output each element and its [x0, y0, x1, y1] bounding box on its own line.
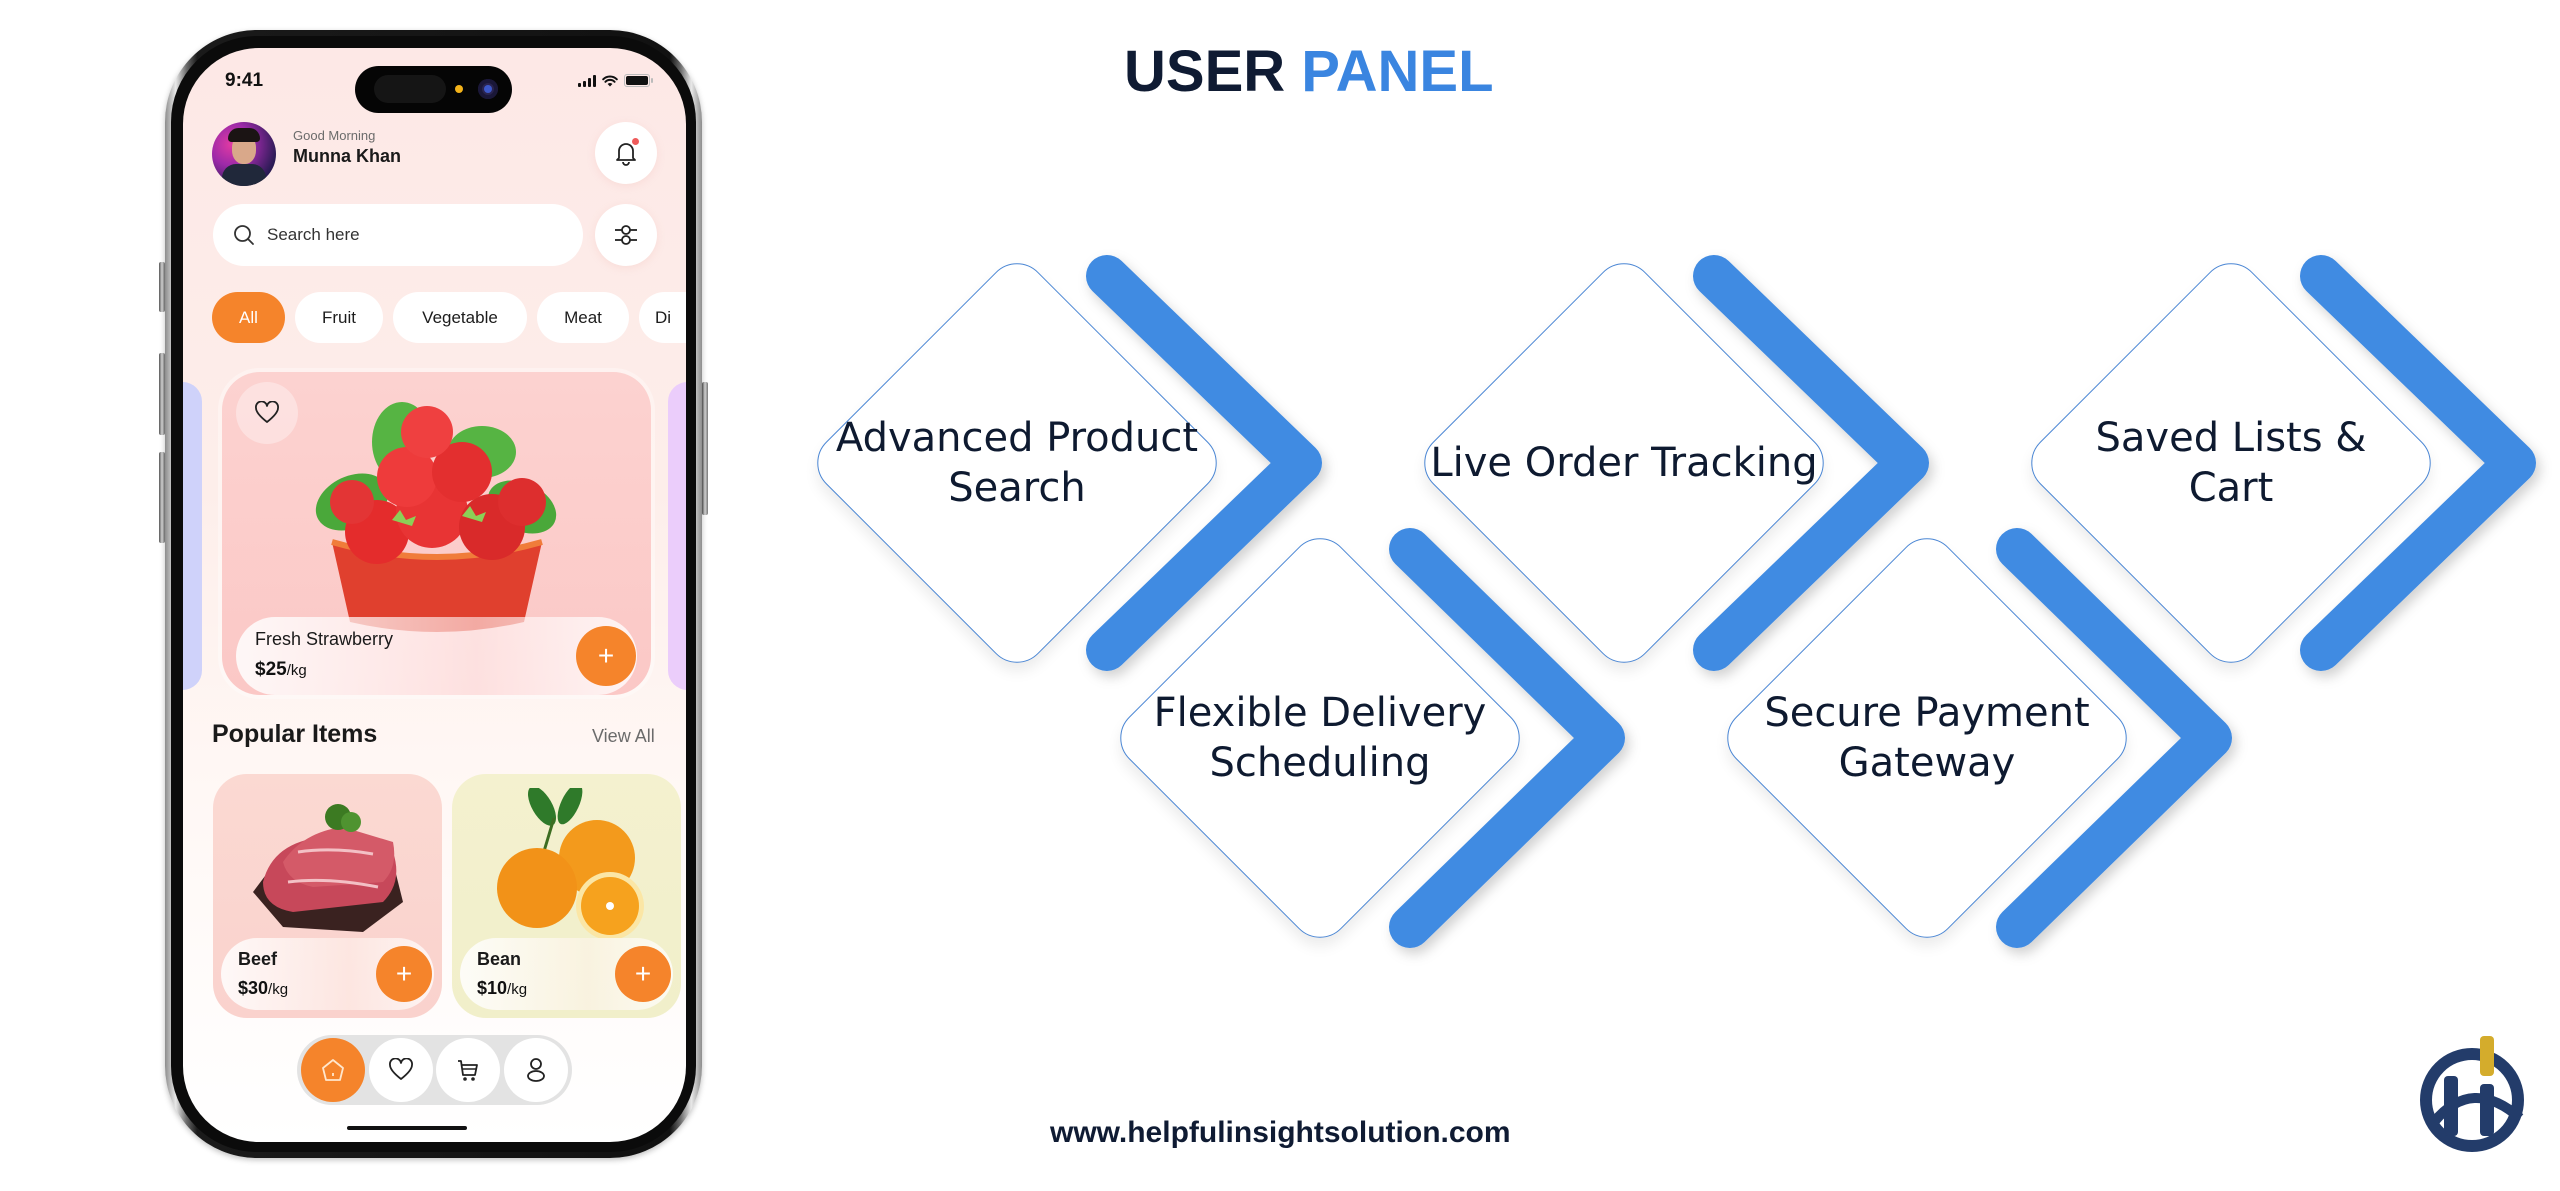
cart-icon: [458, 1060, 479, 1081]
feature-label: Live Order Tracking: [1430, 440, 1818, 486]
nav-cart[interactable]: [436, 1038, 501, 1102]
featured-product-info: Fresh Strawberry $25/kg +: [236, 617, 637, 695]
product-price-value: $25: [255, 659, 287, 680]
bottom-navigation: [297, 1035, 572, 1105]
category-chip-vegetable[interactable]: Vegetable: [393, 292, 527, 343]
island-sensor: [374, 75, 446, 103]
profile-icon: [527, 1058, 545, 1082]
product-name: Beef: [238, 949, 278, 969]
view-all-link[interactable]: View All: [592, 726, 655, 746]
product-price-value: $10: [477, 978, 508, 998]
heart-icon: [388, 1058, 413, 1080]
search-icon: [234, 225, 254, 245]
nav-profile[interactable]: [503, 1038, 568, 1102]
feature-tile-payment-gateway[interactable]: Secure Payment Gateway: [1714, 525, 2140, 951]
strawberry-bowl-image: [315, 402, 557, 632]
wifi-icon: [602, 74, 618, 86]
nav-favorites[interactable]: [368, 1038, 433, 1102]
product-price-unit: /kg: [286, 662, 307, 679]
home-indicator[interactable]: [347, 1126, 467, 1130]
heart-icon: [255, 401, 279, 423]
search-placeholder: Search here: [267, 225, 360, 244]
category-chips: All Fruit Vegetable Meat Di: [212, 292, 686, 343]
category-chip-fruit[interactable]: Fruit: [295, 292, 383, 343]
nav-home[interactable]: [301, 1038, 365, 1102]
feature-label: Flexible Delivery Scheduling: [1153, 690, 1487, 786]
product-price: $30/kg: [238, 978, 288, 999]
add-to-cart-button[interactable]: +: [576, 626, 636, 686]
carousel-card-previous[interactable]: [183, 382, 202, 690]
feature-tile-product-search[interactable]: Advanced Product Search: [804, 250, 1230, 676]
filter-button[interactable]: [595, 204, 657, 266]
featured-product-card[interactable]: Fresh Strawberry $25/kg +: [222, 372, 651, 695]
category-chip-partial[interactable]: Di: [639, 292, 686, 343]
product-price-unit: /kg: [507, 981, 528, 998]
phone-action-button: [159, 262, 165, 312]
status-time: 9:41: [225, 70, 264, 91]
avatar[interactable]: [212, 122, 276, 186]
feature-tile-delivery-scheduling[interactable]: Flexible Delivery Scheduling: [1107, 525, 1533, 951]
status-icons: [578, 74, 653, 87]
bell-icon: [616, 143, 636, 166]
avatar-hair: [228, 128, 260, 142]
front-camera-icon: [478, 79, 498, 99]
phone-volume-down-button: [159, 452, 165, 543]
popular-item-card[interactable]: Beef $30/kg +: [213, 774, 442, 1018]
brand-logo-icon: [2420, 1036, 2524, 1152]
phone-power-button: [702, 382, 708, 515]
beef-image: [253, 804, 403, 932]
popular-item-info: Beef $30/kg +: [221, 938, 434, 1010]
home-icon: [322, 1059, 344, 1081]
popular-item-info: Bean $10/kg +: [460, 938, 673, 1010]
notification-button[interactable]: [595, 122, 657, 184]
title-part-panel: PANEL: [1301, 39, 1494, 104]
orange-image: [497, 788, 644, 938]
feature-tile-order-tracking[interactable]: Live Order Tracking: [1411, 250, 1837, 676]
privacy-indicator-dot: [455, 85, 463, 93]
product-price-unit: /kg: [268, 981, 289, 998]
feature-label: Secure Payment Gateway: [1764, 690, 2090, 786]
product-name: Bean: [477, 949, 522, 969]
favorite-button[interactable]: [236, 382, 298, 444]
title-part-user: USER: [1124, 39, 1286, 104]
add-to-cart-button[interactable]: +: [615, 946, 671, 1002]
product-price-value: $30: [238, 978, 269, 998]
page-title: USER PANEL: [1124, 38, 1494, 105]
category-chip-meat[interactable]: Meat: [537, 292, 629, 343]
phone-volume-up-button: [159, 353, 165, 435]
feature-tile-saved-lists[interactable]: Saved Lists & Cart: [2018, 250, 2444, 676]
dynamic-island: [355, 66, 512, 113]
carousel-card-next[interactable]: [668, 382, 686, 690]
notification-badge: [632, 138, 639, 145]
feature-label: Advanced Product Search: [835, 415, 1199, 511]
product-price: $25/kg: [255, 659, 307, 681]
phone-screen: 9:41 Good Morning Munna Khan: [183, 48, 686, 1142]
cellular-signal-icon: [578, 74, 596, 87]
battery-icon: [624, 74, 653, 87]
greeting-text: Good Morning: [293, 128, 376, 143]
filter-sliders-icon: [615, 225, 637, 245]
category-chip-all[interactable]: All: [212, 292, 285, 343]
popular-item-card[interactable]: Bean $10/kg +: [452, 774, 681, 1018]
user-name: Munna Khan: [293, 146, 401, 166]
add-to-cart-button[interactable]: +: [376, 946, 432, 1002]
website-url[interactable]: www.helpfulinsightsolution.com: [1050, 1116, 1511, 1149]
avatar-body: [222, 164, 266, 186]
search-input[interactable]: Search here: [213, 204, 583, 266]
product-name: Fresh Strawberry: [255, 629, 394, 649]
popular-items-heading: Popular Items: [212, 720, 378, 748]
feature-label: Saved Lists & Cart: [2095, 415, 2367, 511]
product-price: $10/kg: [477, 978, 527, 999]
